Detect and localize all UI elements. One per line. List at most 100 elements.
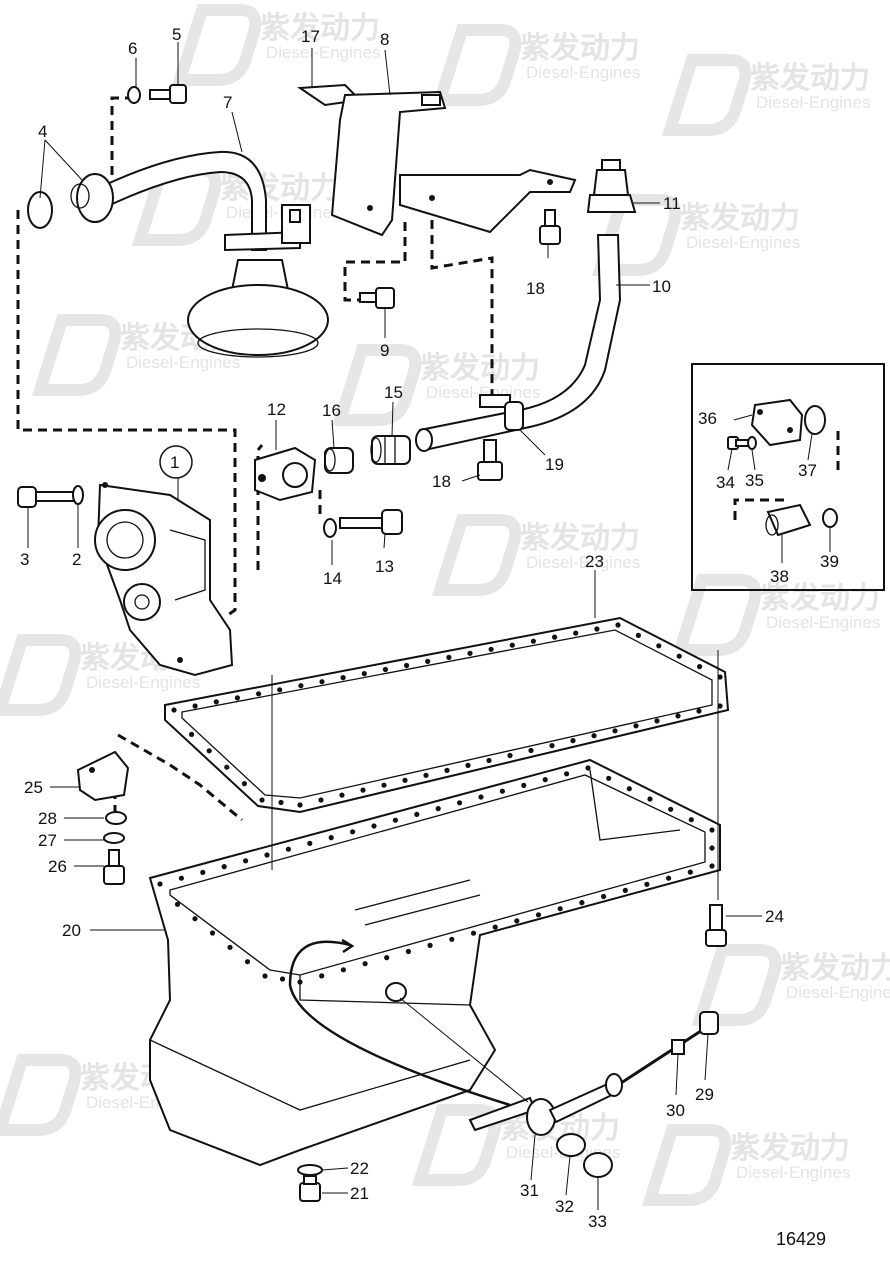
watermark-logo: 紫发动力 Diesel-Engines <box>691 944 890 1026</box>
watermark-brand: 紫发动力 <box>520 521 640 556</box>
bracket <box>297 83 577 237</box>
washer-6 <box>127 86 141 104</box>
bolt-hole <box>601 893 607 900</box>
washer-22 <box>297 1164 323 1176</box>
bolt-hole <box>615 622 621 628</box>
watermark-brand: 紫发动力 <box>260 11 380 46</box>
bolt-hole <box>573 630 579 636</box>
watermark-sub: Diesel-Engines <box>126 353 240 372</box>
bolt-hole <box>360 787 366 793</box>
bolt-hole <box>423 772 429 778</box>
oil-pump <box>94 482 234 677</box>
bolt-hole <box>579 900 585 906</box>
callout-15: 15 <box>384 383 403 402</box>
bolt-hole <box>514 918 520 924</box>
bolt-hole <box>256 691 262 697</box>
bolt-hole <box>200 869 206 876</box>
callout-6: 6 <box>128 39 137 58</box>
bolt-hole <box>318 797 324 803</box>
bolt-hole <box>435 806 441 812</box>
bolt-hole <box>622 887 628 894</box>
callout-39: 39 <box>820 552 839 571</box>
watermark-logo: 紫发动力 Diesel-Engines <box>171 4 380 86</box>
bolt-hole <box>382 666 388 673</box>
bolt-hole <box>507 752 513 759</box>
sleeve-16 <box>324 447 354 474</box>
bolt-hole <box>189 731 195 738</box>
bolt-hole <box>467 650 473 656</box>
bolt-hole <box>405 948 411 955</box>
bolt-hole <box>319 679 325 685</box>
bolt-hole <box>307 840 313 847</box>
callout-19: 19 <box>545 455 564 474</box>
bolt-hole <box>542 777 548 783</box>
callout-1: 1 <box>170 453 179 472</box>
bolt-hole <box>635 632 642 639</box>
washer-14 <box>323 518 337 538</box>
oil-suction-pipe <box>27 150 329 358</box>
bolt-hole <box>279 976 286 982</box>
watermark-sub: Diesel-Engines <box>766 613 880 632</box>
bolt-hole <box>668 806 674 812</box>
seal-32 <box>556 1133 586 1157</box>
bolt-hole <box>557 906 563 912</box>
watermark-brand: 紫发动力 <box>760 581 880 616</box>
bolt-hole <box>591 733 597 739</box>
bolt-hole <box>244 959 251 965</box>
bolt-hole <box>687 869 693 875</box>
bolt-hole <box>264 852 270 858</box>
callout-18b: 18 <box>432 472 451 491</box>
washer-2 <box>72 485 84 505</box>
bolt-9 <box>359 287 395 309</box>
bolt-hole <box>444 767 450 774</box>
bolt-hole <box>259 797 265 803</box>
bolt-hole <box>570 738 576 744</box>
bolt-hole <box>552 634 558 640</box>
bolt-hole <box>213 699 219 705</box>
bolt-hole <box>234 695 240 701</box>
bolt-hole <box>709 863 715 869</box>
bolt-hole <box>465 762 471 769</box>
bolt-hole <box>564 771 570 777</box>
callout-circle <box>159 445 193 479</box>
callout-4: 4 <box>38 122 47 141</box>
pipe-clamp <box>479 394 524 431</box>
watermark-sub: Diesel-Engines <box>266 43 380 62</box>
callout-26: 26 <box>48 857 67 876</box>
callout-34: 34 <box>716 473 735 492</box>
bolt-hole <box>449 936 455 942</box>
bolt-hole <box>221 864 227 870</box>
bolt-hole <box>688 817 694 823</box>
bolt-hole <box>499 788 505 794</box>
bolt-hole <box>362 961 368 967</box>
watermark-sub: Diesel-Engines <box>86 673 200 692</box>
bolt-hole <box>709 845 715 851</box>
watermark-sub: Diesel-Engines <box>526 63 640 82</box>
callout-30: 30 <box>666 1101 685 1120</box>
watermark-logo: 紫发动力 Diesel-Engines <box>0 634 200 716</box>
bolt-hole <box>404 662 410 669</box>
bolt-hole <box>414 811 420 818</box>
callout-32: 32 <box>555 1197 574 1216</box>
bolt-hole <box>606 775 612 781</box>
callout-12: 12 <box>267 400 286 419</box>
watermark-sub: Diesel-Engines <box>736 1163 850 1182</box>
bolt-hole <box>446 654 452 661</box>
callout-20: 20 <box>62 921 81 940</box>
bolt-hole <box>319 973 325 979</box>
bolt-hole <box>278 799 284 806</box>
callout-14: 14 <box>323 569 342 588</box>
callout-25: 25 <box>24 778 43 797</box>
bolt-hole <box>192 703 198 709</box>
washer-28 <box>105 811 127 825</box>
bolt-hole <box>328 835 334 841</box>
callout-24: 24 <box>765 907 784 926</box>
cover-plate <box>76 750 130 802</box>
watermark-logo: 紫发动力 Diesel-Engines <box>661 54 870 136</box>
bolt-hole <box>243 858 249 864</box>
bolt-hole <box>277 687 283 693</box>
callout-27: 27 <box>38 831 57 850</box>
watermark-brand: 紫发动力 <box>750 61 870 96</box>
bolt-18-upper <box>539 209 561 245</box>
